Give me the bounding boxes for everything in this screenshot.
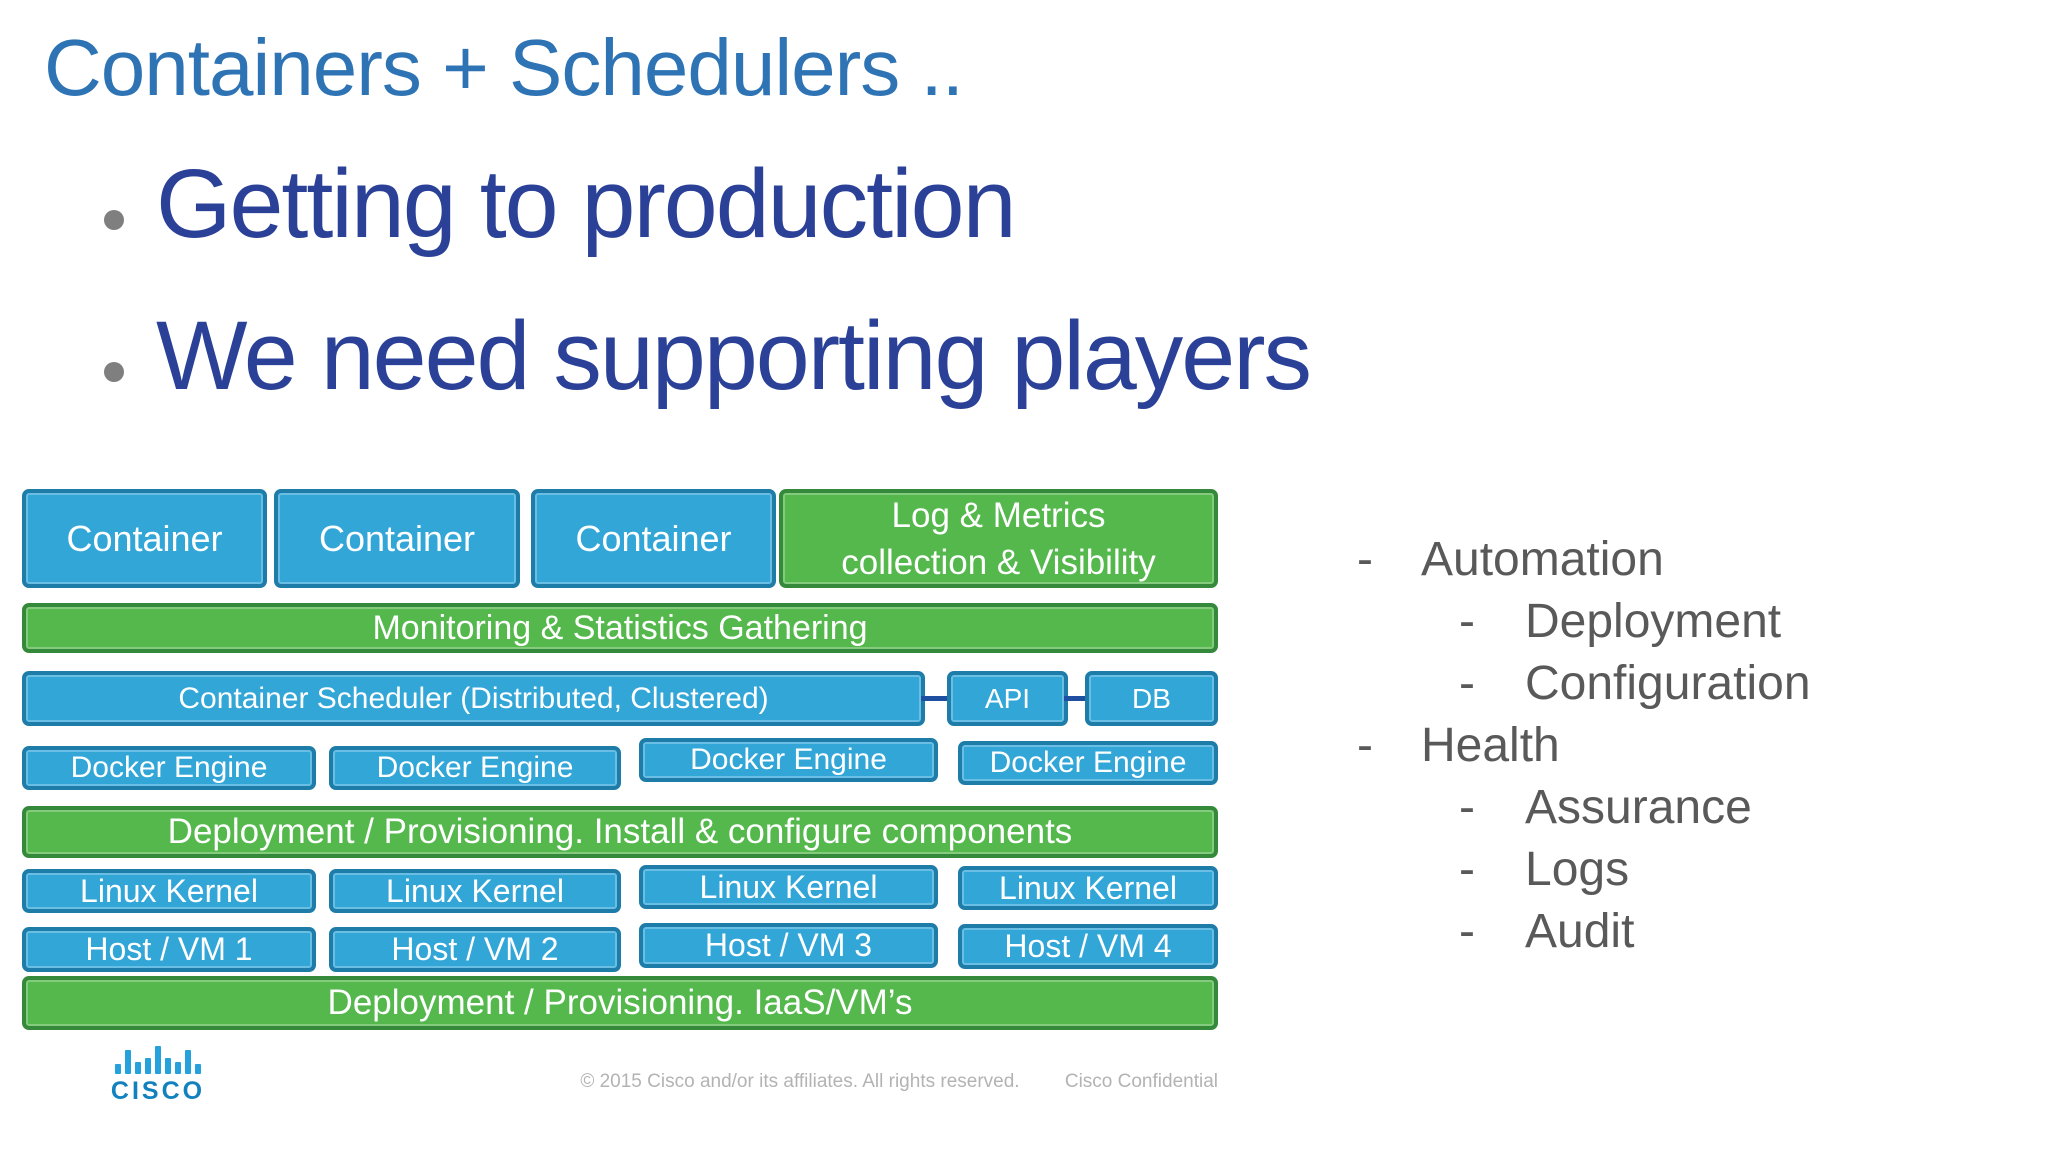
- bullet-item-1: Getting to production: [104, 148, 1017, 260]
- bullet-dot: [104, 210, 124, 230]
- note-automation: - Automation: [1357, 528, 1811, 590]
- docker-engine-box-4: Docker Engine: [958, 741, 1218, 785]
- deploy-iaas-bar: Deployment / Provisioning. IaaS/VM’s: [22, 976, 1218, 1030]
- cisco-logo-bars-icon: [110, 1044, 206, 1074]
- deploy-components-bar: Deployment / Provisioning. Install & con…: [22, 806, 1218, 858]
- dash-marker: -: [1459, 904, 1475, 958]
- host-vm-box-1: Host / VM 1: [22, 927, 316, 972]
- log-metrics-line-2: collection & Visibility: [841, 542, 1156, 582]
- note-health: - Health: [1357, 714, 1811, 776]
- api-box: API: [947, 671, 1068, 726]
- linux-kernel-box-3: Linux Kernel: [639, 865, 938, 909]
- dash-marker: -: [1459, 656, 1475, 710]
- bullet-text-2: We need supporting players: [156, 301, 1312, 410]
- dash-marker: -: [1459, 780, 1475, 834]
- architecture-diagram: Container Container Container Log & Metr…: [22, 489, 1218, 1037]
- note-deployment: - Deployment: [1459, 590, 1811, 652]
- copyright-text: © 2015 Cisco and/or its affiliates. All …: [580, 1071, 1020, 1092]
- note-label: Assurance: [1525, 780, 1752, 834]
- note-label: Logs: [1525, 842, 1630, 896]
- notes-list: - Automation - Deployment - Configuratio…: [1357, 528, 1811, 962]
- slide-title: Containers + Schedulers ..: [44, 23, 964, 112]
- confidential-text: Cisco Confidential: [1064, 1071, 1218, 1092]
- host-vm-box-3: Host / VM 3: [639, 923, 938, 968]
- note-logs: - Logs: [1459, 838, 1811, 900]
- api-db-connector-line: [1064, 696, 1089, 701]
- container-box-3: Container: [531, 489, 776, 588]
- container-box-1: Container: [22, 489, 267, 588]
- docker-engine-box-1: Docker Engine: [22, 746, 316, 790]
- container-box-2: Container: [274, 489, 520, 588]
- linux-kernel-box-2: Linux Kernel: [329, 869, 621, 913]
- note-label: Configuration: [1525, 656, 1811, 710]
- scheduler-api-connector-line: [921, 696, 951, 701]
- note-label: Automation: [1421, 532, 1664, 586]
- note-label: Health: [1421, 718, 1560, 772]
- monitoring-bar: Monitoring & Statistics Gathering: [22, 603, 1218, 653]
- host-vm-box-2: Host / VM 2: [329, 927, 621, 972]
- bullet-text-1: Getting to production: [156, 149, 1017, 258]
- linux-kernel-box-1: Linux Kernel: [22, 869, 316, 913]
- note-label: Audit: [1525, 904, 1635, 958]
- docker-engine-box-2: Docker Engine: [329, 746, 621, 790]
- cisco-logo: CISCO: [110, 1044, 206, 1106]
- scheduler-bar: Container Scheduler (Distributed, Cluste…: [22, 671, 925, 726]
- dash-marker: -: [1357, 718, 1373, 772]
- dash-marker: -: [1459, 842, 1475, 896]
- log-metrics-line-1: Log & Metrics: [891, 495, 1106, 535]
- footer-copyright: © 2015 Cisco and/or its affiliates. All …: [400, 1071, 1218, 1093]
- bullet-dot: [104, 362, 124, 382]
- cisco-logo-text: CISCO: [110, 1077, 206, 1105]
- note-assurance: - Assurance: [1459, 776, 1811, 838]
- docker-engine-box-3: Docker Engine: [639, 738, 938, 782]
- host-vm-box-4: Host / VM 4: [958, 924, 1218, 969]
- note-configuration: - Configuration: [1459, 652, 1811, 714]
- dash-marker: -: [1357, 532, 1373, 586]
- db-box: DB: [1085, 671, 1218, 726]
- dash-marker: -: [1459, 594, 1475, 648]
- note-audit: - Audit: [1459, 900, 1811, 962]
- note-label: Deployment: [1525, 594, 1782, 648]
- bullet-item-2: We need supporting players: [104, 300, 1312, 412]
- linux-kernel-box-4: Linux Kernel: [958, 866, 1218, 910]
- log-metrics-box: Log & Metrics collection & Visibility: [779, 489, 1218, 588]
